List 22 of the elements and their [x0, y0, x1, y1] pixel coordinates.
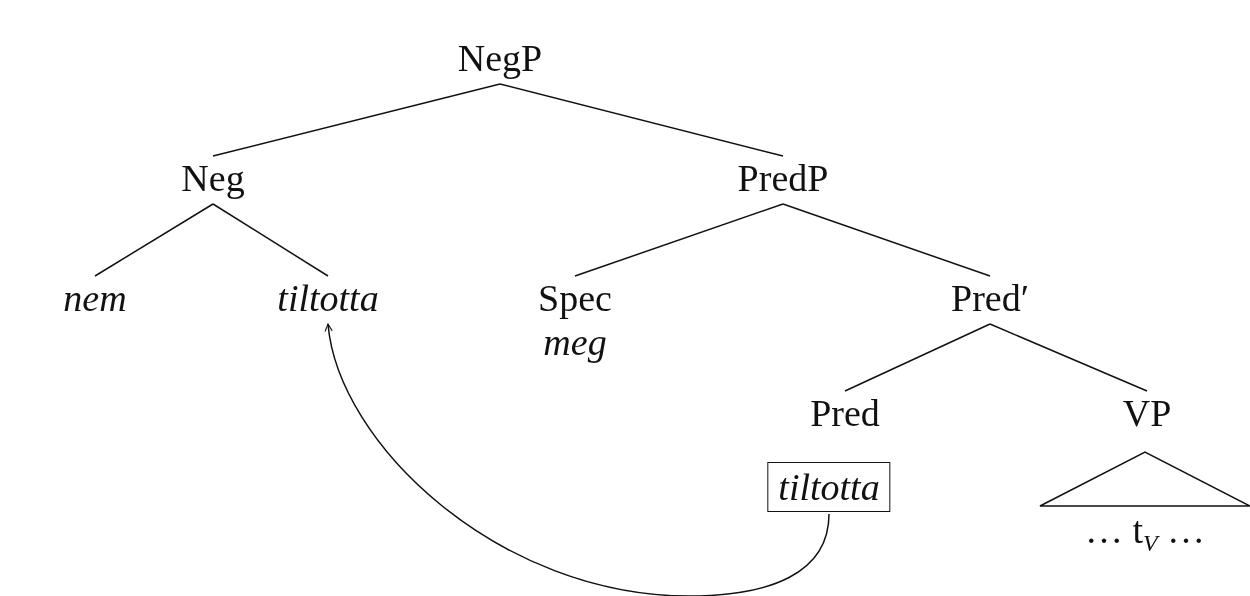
node-label: VP [1122, 391, 1172, 435]
tree-branch-line [844, 323, 991, 392]
node-label: NegP [457, 36, 543, 80]
node-label: meg [543, 320, 607, 364]
tree-branch-line [212, 83, 501, 157]
movement-arrow [325, 323, 830, 596]
node-label: tiltotta [277, 276, 379, 320]
tree-branch-line [94, 203, 214, 277]
tree-branch-line [499, 83, 784, 157]
node-label: Pred [810, 391, 880, 435]
node-label: Neg [181, 156, 245, 200]
tree-branch-line [212, 203, 329, 277]
boxed-word [767, 462, 891, 512]
tree-branch-line [574, 203, 784, 277]
tree-branch-line [989, 323, 1148, 392]
node-label: … t$_{V}$ … [1084, 508, 1206, 552]
node-label: PredP [737, 156, 829, 200]
tree-branch-line [782, 203, 991, 277]
node-label: nem [63, 276, 127, 320]
node-label: Spec [538, 276, 612, 320]
node-label: tiltotta [778, 465, 880, 509]
node-label: Pred′ [951, 276, 1029, 320]
